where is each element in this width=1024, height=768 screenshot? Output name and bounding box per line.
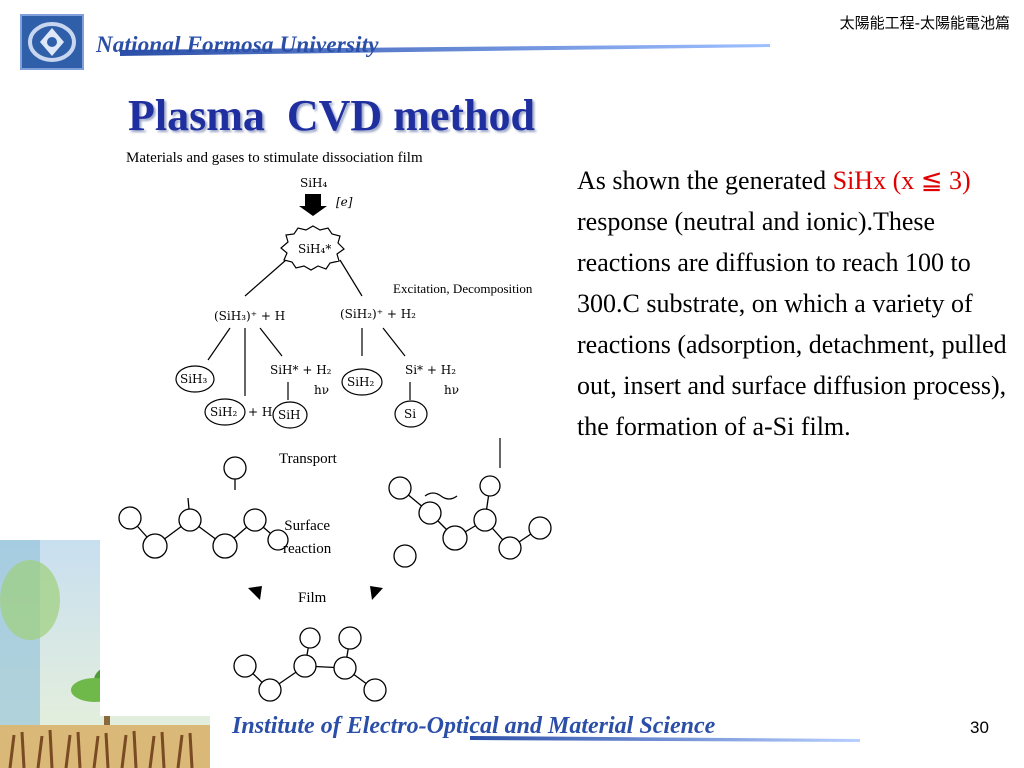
photon-1: hν [314, 383, 329, 397]
bubble-sih3 [175, 365, 215, 393]
body-text-part2: response (neutral and ionic).These react… [577, 207, 1007, 441]
arrow-1 [207, 327, 231, 361]
species-sih3: SiH₃ [180, 372, 208, 386]
species-sih: SiH [278, 408, 301, 422]
species-plus-h: + H [248, 405, 272, 419]
species-si-star: Si* + H₂ [405, 363, 456, 377]
label-surface-line1: Surface [284, 518, 331, 534]
species-sih3-ion: (SiH₃)⁺ + H [214, 309, 285, 323]
film-network [233, 626, 387, 702]
slide-title: Plasma CVD method [128, 91, 535, 140]
course-title: 太陽能工程-太陽能電池篇 [839, 14, 1010, 32]
arrow-right-down [339, 259, 363, 297]
arrow-3 [259, 327, 283, 357]
diagram-caption: Materials and gases to stimulate dissoci… [126, 150, 423, 166]
arrow-film-right [370, 586, 383, 600]
surface-network-right [388, 475, 552, 568]
arrow-film-left [248, 586, 262, 600]
university-logo [20, 14, 84, 70]
species-sih-star: SiH* + H₂ [270, 363, 332, 377]
surface-network-left [118, 456, 289, 559]
bubble-si [394, 400, 428, 428]
arrow-down-1 [299, 194, 327, 216]
excited-burst [280, 225, 345, 271]
label-film: Film [298, 590, 327, 606]
bubble-sih [272, 401, 308, 429]
arrow-left-down [244, 259, 287, 297]
body-paragraph: As shown the generated SiHx (x ≦ 3) resp… [577, 160, 1017, 447]
page-number: 30 [970, 718, 989, 737]
university-name: National Formosa University [96, 32, 379, 57]
species-sih2-b: SiH₂ [210, 405, 238, 419]
bubble-sih2-a [341, 368, 383, 396]
species-sih4: SiH₄ [300, 176, 328, 190]
footer-rule [470, 736, 860, 742]
species-sih4-star: SiH₄* [298, 242, 331, 256]
arrow-5 [382, 327, 406, 357]
label-transport: Transport [279, 451, 337, 467]
body-text-highlight: SiHx (x ≦ 3) [832, 166, 971, 195]
institute-name: Institute of Electro-Optical and Materia… [232, 713, 716, 739]
label-surface-reaction: Surface reaction [283, 515, 331, 561]
plasma-cvd-reaction-diagram: SiH₄ [e] SiH₄* (SiH₃)⁺ + H (SiH₂)⁺ + H₂ … [100, 168, 560, 716]
wavy-line [424, 492, 458, 500]
header-rule [120, 44, 770, 56]
species-sih2-ion: (SiH₂)⁺ + H₂ [340, 307, 416, 321]
bubble-sih2-b [204, 398, 246, 426]
label-excitation-decomposition: Excitation, Decomposition [393, 281, 533, 296]
label-surface-line2: reaction [283, 541, 332, 557]
species-si: Si [404, 407, 416, 421]
species-electron: [e] [336, 195, 353, 209]
body-text-part1: As shown the generated [577, 166, 827, 195]
species-sih2-a: SiH₂ [347, 375, 375, 389]
photon-2: hν [444, 383, 459, 397]
